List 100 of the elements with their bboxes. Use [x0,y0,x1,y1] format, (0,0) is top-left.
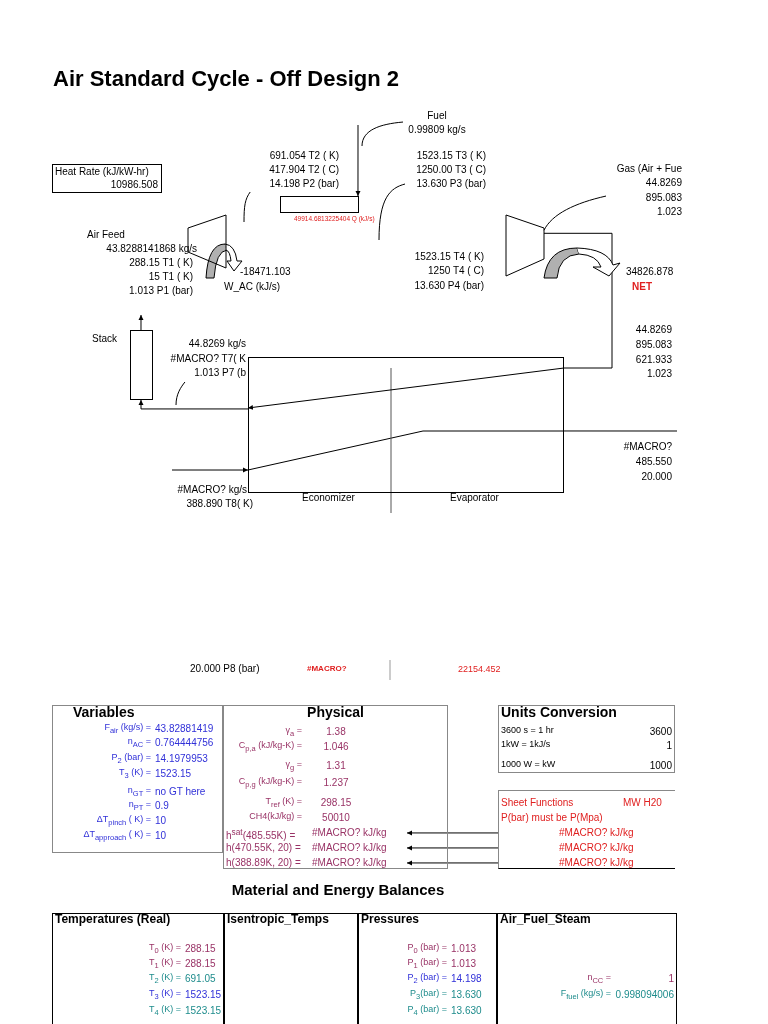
value-cell: 14.198 [451,973,482,984]
data-table [358,913,497,1024]
value-text: 485.550 [635,456,672,467]
table-heading: Physical [306,704,365,720]
table-heading: Variables [73,704,135,720]
value-cell: 43.82881419 [155,723,214,734]
value-text: 1250 T4 ( C) [428,265,484,276]
row-label: γ$_{a}$ = [284,725,302,738]
value-text: 1.013 P1 (bar) [129,285,193,296]
table-heading: Isentropic_Temps [227,912,329,926]
value-cell: 1 [668,973,674,984]
value-text: NET [632,281,652,292]
value-cell: 3600 [649,726,672,737]
value-text: #MACRO? T7( K [170,352,246,365]
row-label: P$_{2}$ (bar) = [110,752,151,765]
value-text: Fuel [426,110,448,122]
data-table [497,913,677,1024]
value-cell: 10 [155,830,167,841]
value-cell: 1523.15 [185,989,222,1000]
row-label: 1000 W = kW [501,759,556,769]
row-label: P$_{0}$ (bar) = [406,942,447,955]
value-text: 44.8269 kg/s [188,338,246,350]
value-cell: 0.9 [155,800,169,811]
row-label: T$_{0}$ (K) = [148,942,181,955]
table-heading: Air_Fuel_Steam [500,912,591,926]
value-cell: 0.998094006 [615,989,674,1000]
row-label: T$_{2}$ (K) = [148,972,181,985]
value-cell: 10986.508 [110,179,158,190]
caption-text: Evaporator [450,492,499,503]
leader-line [378,183,406,241]
row-label: C$_{p,g}$ (kJ/kg-K) = [237,776,302,789]
value-text: W_AC (kJ/s) [224,281,281,292]
heat-rate-label: Heat Rate (kJ/kW-hr) [55,166,149,177]
value-cell: #MACRO? kJ/kg [312,842,387,853]
value-text: 621.933 [635,354,672,365]
value-cell: 288.15 [185,958,216,969]
value-text: Gas (Air + Fue [616,163,682,175]
data-table [224,913,358,1024]
value-cell: 1523.15 [185,1005,222,1016]
value-text: 34826.878 [626,266,674,277]
table-heading: Temperatures (Real) [55,912,171,926]
row-label: 3600 s = 1 hr [501,725,554,735]
row-label: ΔT$_{approach}$ ( K) = [82,829,151,842]
value-text: 691.054 T2 ( K) [269,150,339,162]
section-heading: Material and Energy Balances [230,881,446,898]
value-text: 895.083 [635,339,672,350]
row-label: P$_{1}$ (bar) = [406,957,447,970]
row-label: F$_{air}$ (kg/s) = [103,722,151,735]
value-cell: 1000 [649,760,672,771]
value-text: 14.198 P2 (bar) [269,178,339,190]
table-heading: Units Conversion [501,704,617,720]
value-cell: 1.013 [451,958,477,969]
value-cell: #MACRO? kJ/kg [559,842,634,853]
arrow [138,314,144,331]
data-table [223,705,448,869]
note-panel [498,790,675,869]
value-cell-text: 1.237 [322,777,350,788]
value-cell: 1 [666,740,672,751]
value-cell: #MACRO? kJ/kg [559,857,634,868]
arrow [171,467,249,473]
row-label: T$_{1}$ (K) = [148,957,181,970]
row-label: n$_{PT}$ = [127,799,151,812]
page-title: Air Standard Cycle - Off Design 2 [53,66,399,92]
value-cell: 1.013 [451,943,477,954]
value-text: Air Feed [87,229,125,240]
data-table [52,705,223,853]
flow-line [247,232,613,410]
caption-text: Stack [92,333,117,344]
value-text: 20.000 [641,471,672,482]
value-text: 43.8288141868 kg/s [106,243,197,254]
row-label: T$_{3}$ (K) = [118,767,151,780]
row-label: n$_{GT}$ = [126,785,151,798]
value-text: 1.023 [646,368,672,379]
row-label: h(470.55K, 20) = [226,842,301,853]
value-cell: #MACRO? kJ/kg [312,857,387,868]
value-cell-text: 50010 [321,812,351,823]
value-cell: 1523.15 [155,768,192,779]
value-text: -18471.103 [240,266,291,277]
data-table [498,705,675,773]
value-cell: 288.15 [185,943,216,954]
row-label: F$_{fuel}$ (kg/s) = [559,988,611,1001]
value-text: 417.904 T2 ( C) [269,164,339,176]
leader-line [243,191,251,223]
value-cell: 13.630 [451,1005,482,1016]
value-cell: no GT here [155,786,206,797]
row-label: γ$_{g}$ = [284,759,302,772]
note-text: P(bar) must be P(Mpa) [501,812,603,823]
value-text: 388.890 T8( K) [186,498,253,509]
row-label: P$_{4}$ (bar) = [406,1004,447,1017]
value-cell: 10 [155,815,167,826]
row-label: h$^{sat}$(485.55K) = [226,827,296,842]
value-text: #MACRO? [623,441,672,452]
row-label: 1kW = 1kJ/s [501,739,551,749]
row-label: h(388.89K, 20) = [226,857,301,868]
row-label: P$_{2}$ (bar) = [406,972,447,985]
value-cell: 0.764444756 [155,737,214,748]
value-cell-text: 1.046 [322,741,350,752]
value-text: 13.630 P4 (bar) [414,280,484,291]
value-cell-text: 298.15 [319,797,353,808]
arrow [406,860,500,866]
